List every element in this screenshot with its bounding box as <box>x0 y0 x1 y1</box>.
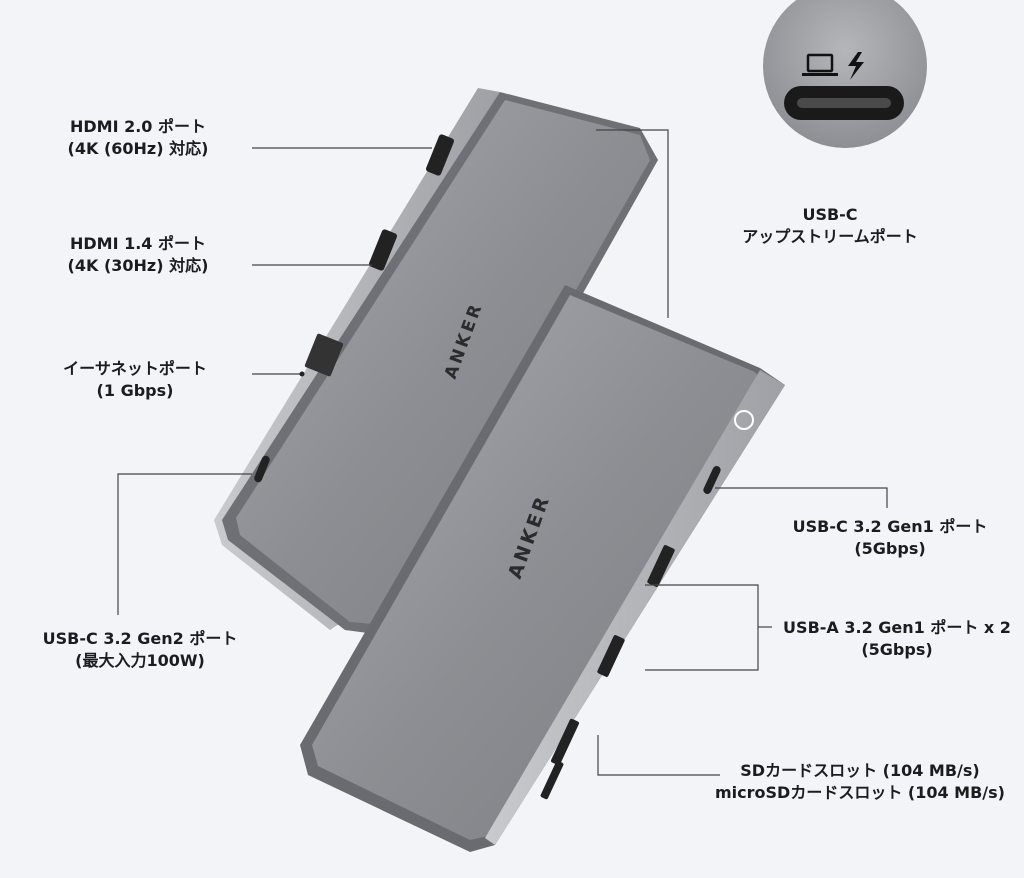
hdmi-port-1 <box>425 134 455 176</box>
usb-c-port-back <box>254 455 270 483</box>
label-usbc-gen1: USB-C 3.2 Gen1 ポート(5Gbps) <box>792 517 988 558</box>
label-hdmi20: HDMI 2.0 ポート(4K (60Hz) 対応) <box>67 117 209 158</box>
usb-a-port-2 <box>597 635 625 677</box>
usb-c-closeup <box>763 0 927 148</box>
sd-slot <box>550 718 580 766</box>
usb-a-port-1 <box>647 545 675 587</box>
laptop-icon <box>802 53 838 76</box>
label-sd-slots: SDカードスロット (104 MB/s)microSDカードスロット (104 … <box>715 761 1005 802</box>
hdmi-port-2 <box>368 229 398 271</box>
usb-c-port-front <box>703 466 721 494</box>
microsd-slot <box>540 760 564 800</box>
label-hdmi14: HDMI 1.4 ポート(4K (30Hz) 対応) <box>67 234 209 275</box>
label-usbc-gen2: USB-C 3.2 Gen2 ポート(最大入力100W) <box>42 629 238 670</box>
label-ethernet: イーサネットポート(1 Gbps) <box>63 359 207 400</box>
back-hub-device: ANKER <box>214 88 658 636</box>
ethernet-port <box>304 333 344 377</box>
front-hub-device: ANKER <box>300 285 785 852</box>
power-indicator <box>734 410 754 430</box>
lightning-icon <box>848 52 864 80</box>
label-usba-gen1: USB-A 3.2 Gen1 ポート x 2(5Gbps) <box>783 618 1011 659</box>
leader-lines <box>117 129 888 776</box>
